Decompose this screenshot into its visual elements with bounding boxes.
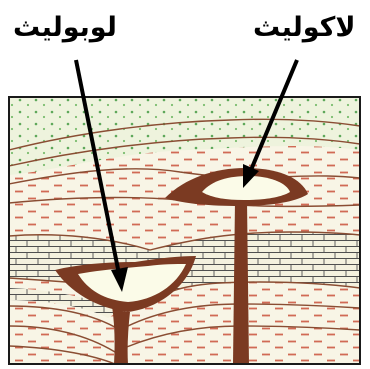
laccolith-feeder-dyke xyxy=(233,200,249,364)
strata-block xyxy=(9,97,360,364)
lopolith-feeder-dyke xyxy=(112,306,130,364)
